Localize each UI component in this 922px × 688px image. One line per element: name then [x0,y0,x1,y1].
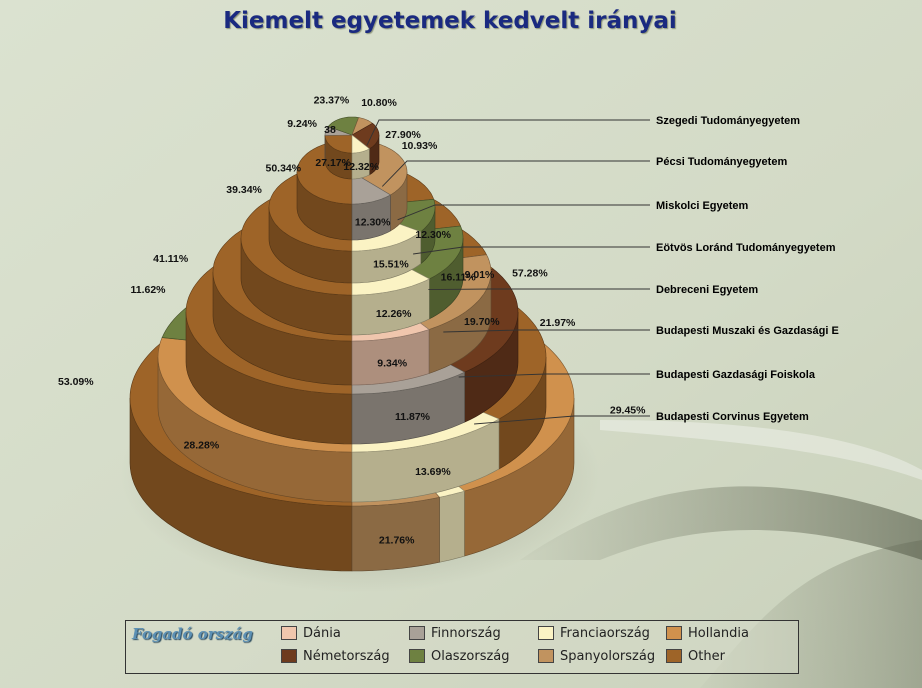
legend-item: Dánia [281,624,341,642]
data-label: 41.11% [153,253,189,265]
university-label: Debreceni Egyetem [656,284,758,296]
data-label: 50.34% [265,163,301,175]
chart-title: Kiemelt egyetemek kedvelt irányai [223,8,677,34]
legend-label: Dánia [303,625,341,641]
leader-line [428,288,650,291]
data-label: 9.01% [465,269,495,281]
data-label: 19.70% [464,316,500,328]
data-label: 13.69% [415,466,451,478]
university-label: Budapesti Corvinus Egyetem [656,411,809,423]
legend-item: Finnország [409,624,501,642]
legend-label: Spanyolország [560,648,656,664]
data-label: 57.28% [512,267,548,279]
legend-label: Finnország [431,625,501,641]
data-label: 12.30% [355,216,391,228]
ring-7 [296,139,408,241]
data-label: 28.28% [184,439,220,451]
legend-title: Fogadó ország [132,625,253,643]
data-label-extra: 38 [324,124,336,136]
legend-item: Németország [281,647,390,665]
legend-swatch [409,626,425,640]
leader-line [458,373,650,378]
legend-item: Spanyolország [538,647,655,665]
segment-top-Olaszország [327,116,360,136]
legend-swatch [409,649,425,663]
data-label-extra: 10.93% [402,140,438,152]
data-label: 27.17% [315,157,351,169]
data-label: 10.80% [361,97,397,109]
legend-swatch [538,649,554,663]
segment-side-Franciaország [439,490,465,563]
data-label: 39.34% [226,184,262,196]
leader-line [366,119,650,146]
legend-swatch [281,649,297,663]
university-label: Pécsi Tudományegyetem [656,156,787,168]
university-label: Eötvös Loránd Tudományegyetem [656,242,836,254]
data-label: 29.45% [610,404,646,416]
legend-label: Hollandia [688,625,749,641]
legend-swatch [666,649,682,663]
segment-top-Other [324,134,353,154]
segment-top-Franciaország [351,134,370,154]
legend-swatch [281,626,297,640]
leader-line [443,329,650,333]
legend-label: Németország [303,648,390,664]
university-label: Miskolci Egyetem [656,200,749,212]
legend-item: Olaszország [409,647,510,665]
data-label: 11.62% [130,284,166,296]
legend-swatch [538,626,554,640]
legend-swatch [666,626,682,640]
data-label: 12.30% [415,229,451,241]
leader-line [397,204,650,221]
data-label: 21.76% [379,535,415,547]
leader-line [413,246,650,255]
legend-label: Other [688,648,725,664]
data-label: 12.32% [343,161,379,173]
segment-top-Finnország [324,126,353,136]
data-label: 9.34% [377,357,407,369]
legend-item: Other [666,647,725,665]
leader-line [381,160,650,187]
data-label: 23.37% [314,95,350,107]
data-label: 21.97% [540,317,576,329]
ring-8 [324,116,380,180]
data-label: 9.24% [287,118,317,130]
legend: Fogadó ország Dánia Finnország Franciaorsz… [125,620,799,674]
segment-top-Finnország [351,171,391,205]
data-label: 15.51% [373,259,409,271]
legend-item: Hollandia [666,624,749,642]
university-label: Szegedi Tudományegyetem [656,115,800,127]
segment-top-Spanyolország [351,117,374,136]
legend-label: Franciaország [560,625,650,641]
data-label: 11.87% [395,411,431,423]
data-label: 12.26% [376,308,412,320]
university-label: Budapesti Gazdasági Foiskola [656,369,816,381]
legend-item: Franciaország [538,624,650,642]
data-label: 53.09% [58,376,94,388]
legend-label: Olaszország [431,648,510,664]
university-label: Budapesti Muszaki és Gazdasági E [656,325,839,337]
leader-line [474,415,650,425]
data-label: 27.90% [385,129,421,141]
data-label: 16.11% [441,272,477,284]
